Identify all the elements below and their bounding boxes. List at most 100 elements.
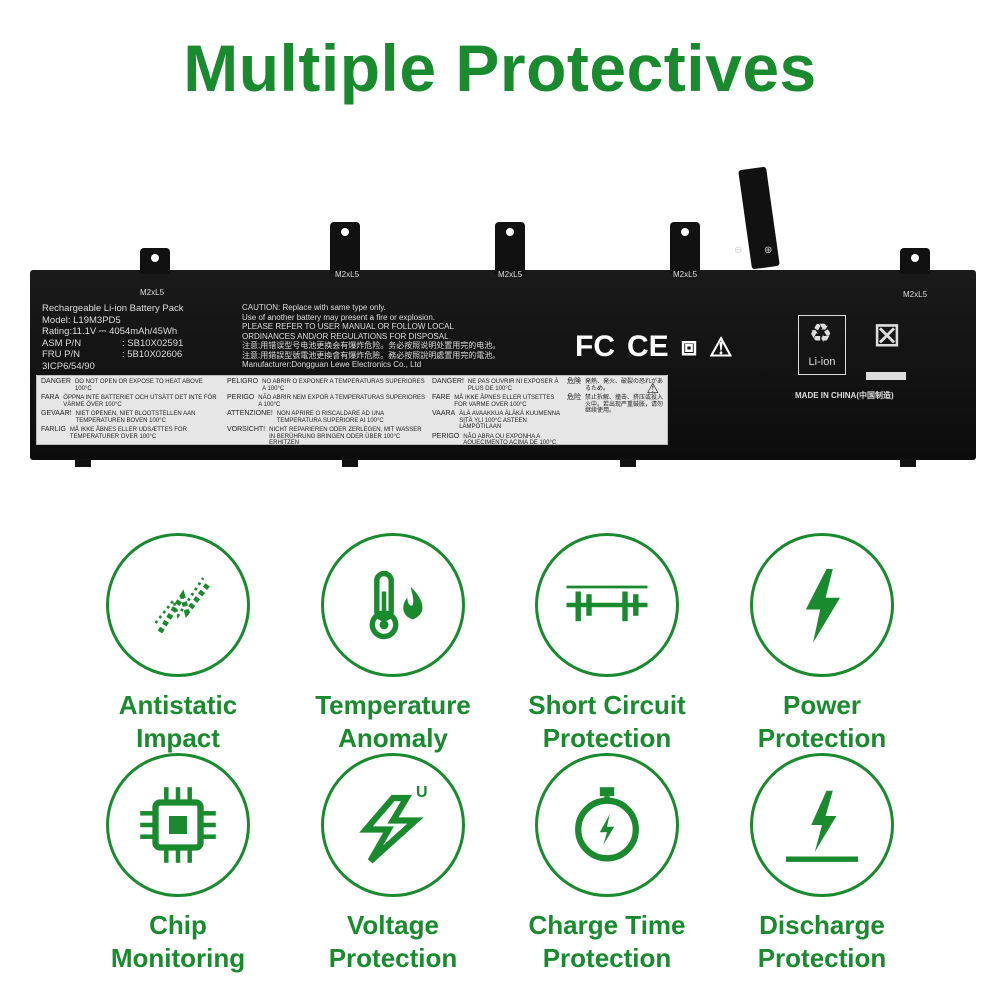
caution-line: Manufacturer:Dongguan Lewe Electronics C… — [242, 360, 422, 369]
warning-text: ÄLÄ AVAAKKUA ÄLÄKÄ KUUMENNA SITÄ YLI 100… — [459, 411, 560, 430]
battery-cable — [738, 166, 780, 270]
battery-pack: M2xL5 M2xL5 M2xL5 M2xL5 M2xL5 ⊖ ⊕ Rechar… — [30, 222, 976, 467]
warning-text: MÅ IKKE ÅPNES ELLER UTSETTES FOR VARME O… — [454, 395, 555, 408]
feature-label-line1: Chip — [149, 910, 207, 940]
battery-info: Rechargeable Li-ion Battery Pack Model: … — [42, 303, 184, 372]
feature-label-line2: Monitoring — [110, 943, 246, 973]
no-fire-icon: ⚠ — [709, 331, 733, 362]
warning-row: GEVAAR!NIET OPENEN, NIET BLOOTSTELLEN AA… — [41, 410, 221, 424]
recycle-icon: ♻ — [809, 318, 833, 348]
warning-word: VAARA — [432, 410, 456, 417]
feature-label-line2: Protection — [757, 723, 887, 753]
warning-word: DANGER — [41, 378, 71, 385]
caution-line: PLEASE REFER TO USER MANUAL OR FOLLOW LO… — [242, 322, 454, 331]
pack-type: Rechargeable Li-ion Battery Pack — [42, 303, 184, 314]
warning-word: DANGER! — [432, 378, 464, 385]
short-circuit-icon — [566, 585, 648, 622]
feature-circle — [106, 533, 250, 677]
warning-word: VORSICHT! — [227, 426, 266, 433]
feature-label-line1: Charge Time — [528, 910, 686, 940]
warning-word: GEVAAR! — [41, 410, 72, 417]
feature-circle: U — [321, 753, 465, 897]
feature-label-line1: Power — [782, 690, 862, 720]
minus-terminal: ⊖ — [734, 245, 743, 256]
feature-circle — [106, 753, 250, 897]
warning-text: NE PAS OUVRIR NI EXPOSER À PLUS DE 100°C — [467, 379, 559, 392]
screw-tab — [900, 248, 930, 274]
feature-label-line1: Voltage — [347, 910, 439, 940]
feature-label-line1: Antistatic — [118, 690, 238, 720]
warning-text: DO NOT OPEN OR EXPOSE TO HEAT ABOVE 100°… — [74, 379, 203, 392]
asm-label: ASM P/N — [42, 337, 82, 349]
warning-text: 禁止拆解、撞击、挤压或投入火中。若出现严重鼓胀，请勿继续使用。 — [585, 395, 664, 414]
warning-text: NÃO ABRIR NEM EXPOR A TEMPERATURAS SUPER… — [258, 395, 426, 408]
fcc-mark: FC — [575, 330, 615, 363]
antistatic-icon — [154, 577, 212, 634]
warning-text: NON APRIRE O RISCALDARE AD UNA TEMPERATU… — [276, 411, 384, 424]
warning-text: NIET OPENEN, NIET BLOOTSTELLEN AAN TEMPE… — [75, 411, 196, 424]
feature-circle — [535, 533, 679, 677]
li-ion-label: Li-ion — [808, 356, 836, 368]
screw-label: M2xL5 — [140, 288, 165, 297]
feature-circle — [321, 533, 465, 677]
caution-line: Use of another battery may present a fir… — [242, 312, 435, 322]
screw-tab — [140, 248, 170, 274]
thermometer-flame-icon — [369, 570, 423, 640]
screw-tab — [495, 222, 525, 274]
warning-row: 危険発熱、発火、破裂の恐れがあるため。 — [567, 378, 667, 392]
rating: Rating:11.1V ⎓ 4054mAh/45Wh — [42, 326, 178, 337]
warning-word: FARLIG — [41, 426, 66, 433]
warning-word: FARA — [41, 394, 60, 401]
battery-foot — [900, 459, 916, 467]
discharge-icon — [786, 790, 858, 862]
model: Model: L19M3PD5 — [42, 314, 121, 326]
battery-foot — [620, 459, 636, 467]
crossed-bin-icon: ⊠ — [872, 316, 902, 354]
cell-code: 3ICP6/54/90 — [42, 360, 95, 372]
screw-label: M2xL5 — [673, 270, 698, 279]
warning-row: 危险禁止拆解、撞击、挤压或投入火中。若出现严重鼓胀，请勿继续使用。 — [567, 394, 667, 415]
recycle-box-icon: ⧈ — [680, 331, 698, 361]
warning-word: 危険 — [567, 378, 581, 385]
chip-icon — [140, 787, 216, 863]
caution-line: 注意:用错误型号电池更换会有爆炸危险。务必按照说明处置用完的电池。 — [242, 341, 501, 350]
screw-label: M2xL5 — [335, 270, 360, 279]
feature-label-line2: Protection — [757, 943, 887, 973]
feature-label-line1: Short Circuit — [528, 690, 686, 720]
warning-text: NO ABRIR O EXPONER A TEMPERATURAS SUPERI… — [262, 379, 425, 392]
voltage-u-label: U — [416, 784, 428, 801]
screw-label: M2xL5 — [498, 270, 523, 279]
warning-row: ATTENZIONE!NON APRIRE O RISCALDARE AD UN… — [227, 410, 427, 424]
warning-triangle-icon: ⚠ — [646, 380, 659, 396]
feature-label-line2: Protection — [542, 943, 672, 973]
asm-value: : SB10X02591 — [122, 337, 184, 349]
battery-foot — [75, 459, 91, 467]
warning-text: 発熱、発火、破裂の恐れがあるため。 — [585, 379, 664, 392]
bin-bar — [866, 372, 906, 380]
made-in: MADE IN CHINA(中国制造) — [795, 391, 894, 400]
warning-word: PELIGRO — [227, 378, 259, 385]
caution-text: CAUTION: Replace with same type only. Us… — [242, 303, 500, 370]
voltage-icon — [359, 794, 424, 864]
warning-word: PERIGO — [432, 432, 460, 440]
